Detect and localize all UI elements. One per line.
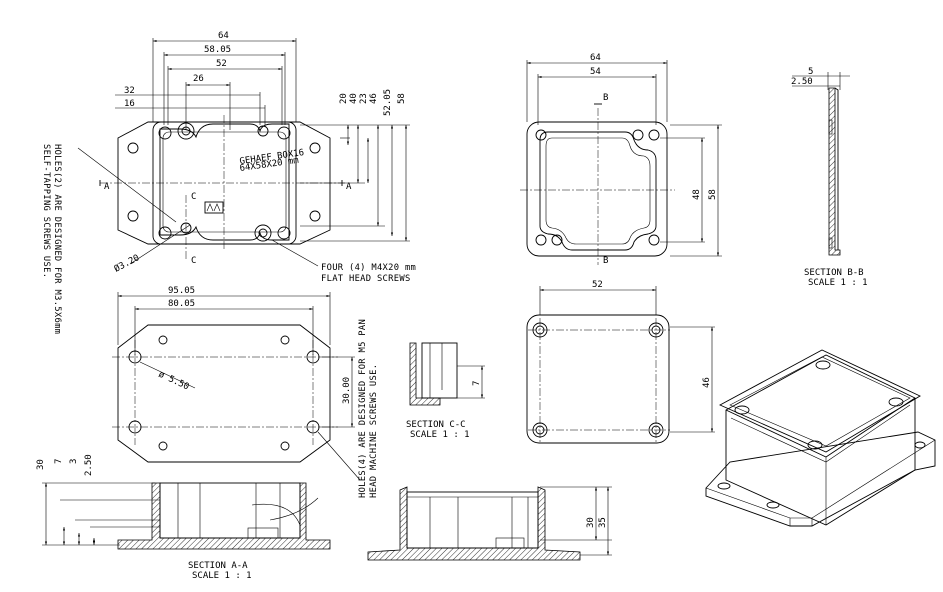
cc-dim-7: 7 bbox=[472, 381, 482, 386]
cc-title: SECTION C-C bbox=[406, 420, 466, 430]
bottom-dim-30: 30.00 bbox=[342, 377, 352, 404]
dim-v-40: 40 bbox=[349, 93, 359, 104]
dim-32: 32 bbox=[124, 86, 135, 96]
screws-note-line1: FOUR (4) M4X20 mm bbox=[321, 263, 416, 273]
section-cc: 7 SECTION C-C SCALE 1 : 1 bbox=[406, 342, 485, 440]
dim-hole-3-20: Ø3.20 bbox=[112, 252, 141, 274]
bb-dim-5: 5 bbox=[808, 67, 813, 77]
bb-dim-2-50: 2.50 bbox=[791, 77, 813, 87]
dim-v-46: 46 bbox=[369, 93, 379, 104]
lid-dim-58: 58 bbox=[708, 189, 718, 200]
holes-m35-note-line2: SELF-TAPPING SCREWS USE. bbox=[41, 144, 51, 278]
aa-dim-2-50: 2.50 bbox=[84, 454, 94, 476]
bb-title: SECTION B-B bbox=[804, 268, 864, 278]
dim-52: 52 bbox=[216, 59, 227, 69]
bottom-dim-80-05: 80.05 bbox=[168, 299, 195, 309]
section-mark-b-top: B bbox=[603, 93, 608, 103]
dim-64: 64 bbox=[218, 31, 229, 41]
holes-m5-note-line1: HOLES(4) ARE DESIGNED FOR M5 PAN bbox=[358, 319, 368, 498]
base-dim-46: 46 bbox=[702, 377, 712, 388]
logo-mark bbox=[204, 201, 224, 214]
lid-dim-64: 64 bbox=[590, 53, 601, 63]
screws-note-line2: FLAT HEAD SCREWS bbox=[321, 274, 411, 284]
side-dim-30: 30 bbox=[586, 517, 596, 528]
lid-dim-48: 48 bbox=[692, 189, 702, 200]
dim-58-05: 58.05 bbox=[204, 45, 231, 55]
section-mark-a-right: A bbox=[346, 182, 352, 192]
section-bb: 5 2.50 SECTION B-B SCALE 1 : 1 bbox=[791, 67, 868, 288]
dim-v-58: 58 bbox=[397, 93, 407, 104]
isometric-view bbox=[705, 349, 936, 527]
side-dim-35: 35 bbox=[598, 517, 608, 528]
bottom-hole-dim: ø 5.50 bbox=[157, 370, 191, 393]
base-view: 52 46 bbox=[526, 280, 715, 444]
bottom-view: 95.05 80.05 30.00 ø 5.50 HOLES(4) ARE DE… bbox=[112, 286, 379, 498]
holes-m35-note-line1: HOLES(2) ARE DESIGNED FOR M3.5X6mm bbox=[52, 144, 62, 334]
aa-dim-30: 30 bbox=[36, 459, 46, 470]
aa-dim-3: 3 bbox=[69, 459, 79, 464]
dim-26: 26 bbox=[193, 74, 204, 84]
bb-scale: SCALE 1 : 1 bbox=[808, 278, 868, 288]
dim-v-20: 20 bbox=[339, 93, 349, 104]
section-mark-b-bottom: B bbox=[603, 256, 608, 266]
aa-title: SECTION A-A bbox=[188, 561, 248, 571]
aa-dim-7: 7 bbox=[54, 459, 64, 464]
section-mark-a-left: A bbox=[104, 182, 110, 192]
dim-v-52-05: 52.05 bbox=[383, 89, 393, 116]
top-view: 64 58.05 52 26 32 16 20 40 23 46 bbox=[41, 31, 416, 334]
lid-dim-54: 54 bbox=[590, 67, 601, 77]
section-mark-c-top: C bbox=[191, 192, 196, 202]
section-aa: 30 7 3 2.50 SECTION A-A SCALE 1 : 1 bbox=[36, 454, 331, 581]
lid-view: 64 54 48 58 B B bbox=[520, 53, 722, 266]
base-dim-52: 52 bbox=[592, 280, 603, 290]
aa-scale: SCALE 1 : 1 bbox=[192, 571, 252, 581]
dim-v-23: 23 bbox=[359, 93, 369, 104]
section-mark-c-bottom: C bbox=[191, 256, 196, 266]
bottom-dim-95-05: 95.05 bbox=[168, 286, 195, 296]
dim-16: 16 bbox=[124, 99, 135, 109]
cc-scale: SCALE 1 : 1 bbox=[410, 430, 470, 440]
holes-m5-note-line2: HEAD MACHINE SCREWS USE. bbox=[369, 364, 379, 498]
side-section: 30 35 bbox=[367, 486, 612, 561]
